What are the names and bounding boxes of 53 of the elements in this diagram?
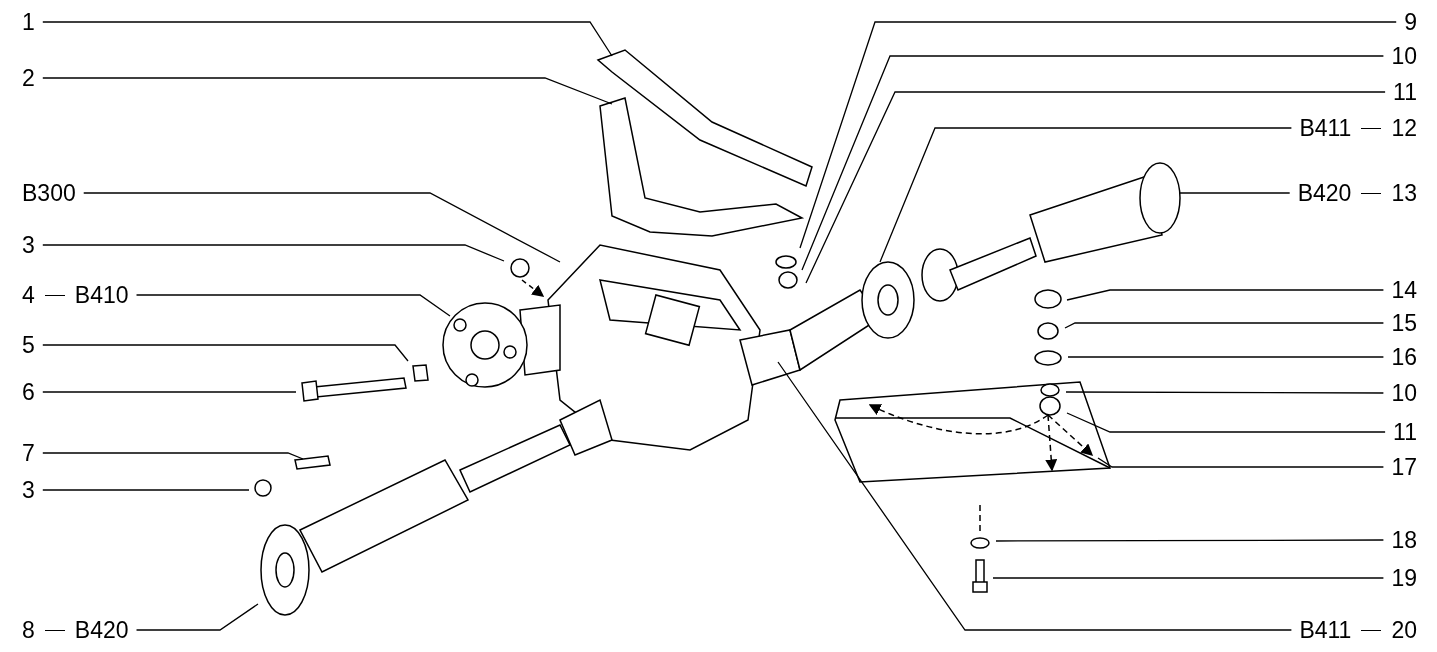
callout-number: 18 xyxy=(1391,527,1417,553)
callout-number: 16 xyxy=(1391,344,1417,370)
callout-number: 3 xyxy=(22,232,35,258)
part-code: B420 xyxy=(1297,180,1352,206)
part-code: B411 xyxy=(1299,115,1352,141)
callout-number: 9 xyxy=(1404,9,1417,35)
leader-line xyxy=(995,539,1385,542)
leader-line xyxy=(992,577,1385,579)
leader-line xyxy=(1067,356,1385,358)
callout-number: 17 xyxy=(1391,454,1417,480)
callout-number: 11 xyxy=(1393,419,1417,445)
leader-line xyxy=(1179,192,1291,194)
callout-number: 8 xyxy=(22,617,35,643)
leader-line xyxy=(777,361,1293,631)
callout-number: 10 xyxy=(1391,43,1417,69)
leader-line xyxy=(1066,412,1386,433)
leader-line xyxy=(42,489,250,491)
part-code: B411 xyxy=(1299,617,1352,643)
leader-line xyxy=(1097,457,1385,468)
leader-line xyxy=(801,55,1385,271)
callout-number: 12 xyxy=(1391,115,1417,141)
callout-number: 3 xyxy=(22,477,35,503)
leader-line xyxy=(135,294,451,317)
leader-line xyxy=(805,91,1386,284)
leader-line xyxy=(1065,391,1385,394)
part-code: B410 xyxy=(74,282,129,308)
leader-line xyxy=(42,452,304,460)
leader-line xyxy=(42,344,409,362)
callout-number: 1 xyxy=(22,9,35,35)
callout-number: 7 xyxy=(22,440,35,466)
callout-number: 10 xyxy=(1391,380,1417,406)
leader-line xyxy=(42,21,613,57)
callout-number: 14 xyxy=(1391,277,1417,303)
leader-line xyxy=(879,127,1293,263)
callout-number: 20 xyxy=(1391,617,1417,643)
callout-number: 13 xyxy=(1391,180,1417,206)
part-code: B420 xyxy=(74,617,129,643)
leader-line xyxy=(1066,289,1385,301)
leader-line xyxy=(42,244,505,262)
part-code: B300 xyxy=(22,180,76,206)
callout-number: 4 xyxy=(22,282,35,308)
callout-number: 19 xyxy=(1391,565,1417,591)
leader-line xyxy=(1064,322,1385,329)
callout-number: 5 xyxy=(22,332,35,358)
callout-number: 2 xyxy=(22,65,35,91)
leader-line xyxy=(42,391,297,393)
leader-line xyxy=(135,603,259,631)
leader-line xyxy=(799,21,1397,249)
leader-line xyxy=(42,77,613,105)
callout-number: 11 xyxy=(1393,79,1417,105)
leader-line xyxy=(83,192,561,263)
callout-number: 6 xyxy=(22,379,35,405)
callout-number: 15 xyxy=(1391,310,1417,336)
